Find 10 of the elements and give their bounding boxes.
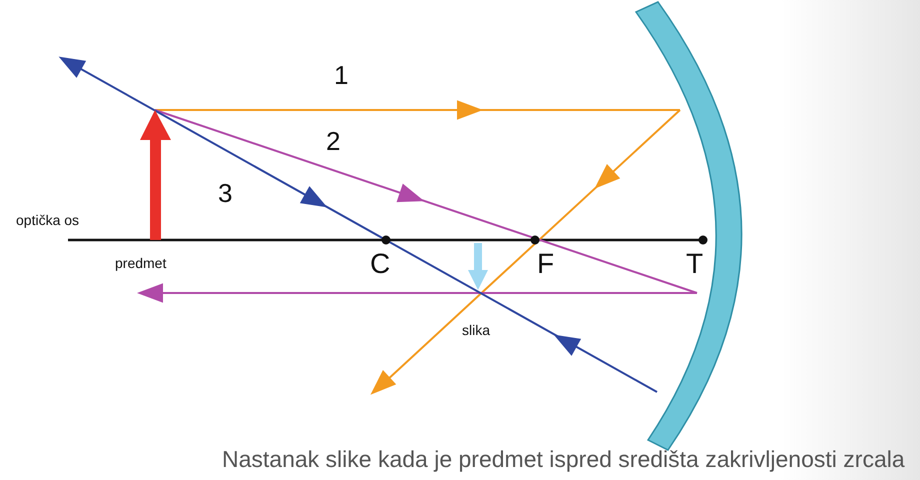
caption: Nastanak slike kada je predmet ispred središta zakrivljenosti zrcala <box>222 448 905 471</box>
image-label: slika <box>462 323 490 337</box>
object-label: predmet <box>115 256 166 270</box>
point-label: T <box>686 250 704 278</box>
point-label: F <box>537 250 554 278</box>
ray-number: 3 <box>218 180 232 206</box>
axis-label: optička os <box>16 213 80 227</box>
ray-number: 1 <box>334 62 348 88</box>
ray-number: 2 <box>326 128 340 154</box>
point-label: C <box>370 250 390 278</box>
